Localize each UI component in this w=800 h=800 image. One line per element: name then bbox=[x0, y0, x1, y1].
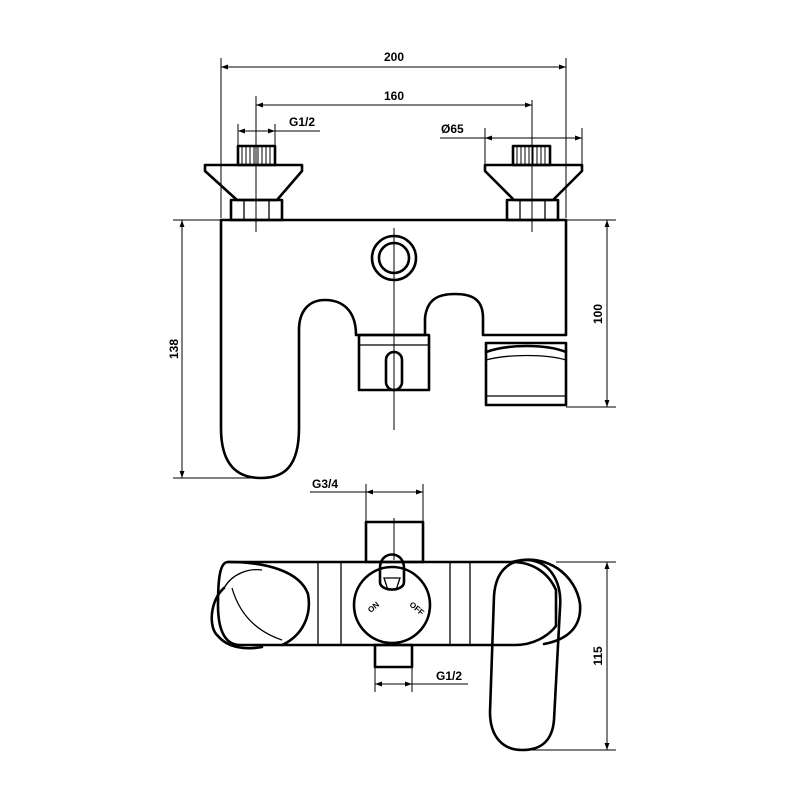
lever-handle-front bbox=[484, 341, 568, 407]
lever-handle-top bbox=[488, 558, 562, 752]
dim-label-inlet-thread: G1/2 bbox=[289, 115, 315, 129]
diverter-mark-off: OFF bbox=[408, 600, 426, 617]
left-inlet-connector bbox=[203, 144, 304, 222]
dim-label-138: 138 bbox=[167, 339, 181, 359]
dimension-flange-diameter: Ø65 bbox=[440, 122, 583, 165]
diverter-knob-top: ON OFF bbox=[352, 553, 432, 645]
mixer-body-top bbox=[216, 560, 558, 647]
dimension-inlet-centers: 160 bbox=[255, 89, 532, 124]
dimension-depth: 115 bbox=[520, 561, 616, 751]
dimension-shower-outlet: G3/4 bbox=[310, 477, 424, 522]
dim-label-100: 100 bbox=[591, 304, 605, 324]
dimension-body-height: 100 bbox=[566, 219, 616, 408]
mixer-body bbox=[219, 218, 568, 480]
dimension-bath-outlet: G1/2 bbox=[374, 667, 468, 692]
diverter-mark-on: ON bbox=[366, 600, 381, 615]
dimension-overall-width: 200 bbox=[220, 50, 567, 218]
dim-label-160: 160 bbox=[384, 89, 404, 103]
top-view: ON OFF bbox=[210, 518, 582, 752]
dimension-inlet-thread: G1/2 bbox=[237, 115, 320, 146]
dim-label-bath-outlet: G1/2 bbox=[436, 669, 462, 683]
dim-label-flange-diameter: Ø65 bbox=[441, 122, 464, 136]
dim-label-shower-outlet: G3/4 bbox=[312, 477, 338, 491]
right-wall-flange bbox=[510, 558, 582, 646]
right-inlet-connector bbox=[483, 144, 584, 222]
dimension-overall-height: 138 bbox=[167, 219, 255, 479]
left-end-cap bbox=[210, 586, 264, 650]
front-view bbox=[203, 100, 584, 480]
dim-label-115: 115 bbox=[591, 646, 605, 666]
dim-label-200: 200 bbox=[384, 50, 404, 64]
bath-outlet-connector bbox=[373, 643, 414, 669]
